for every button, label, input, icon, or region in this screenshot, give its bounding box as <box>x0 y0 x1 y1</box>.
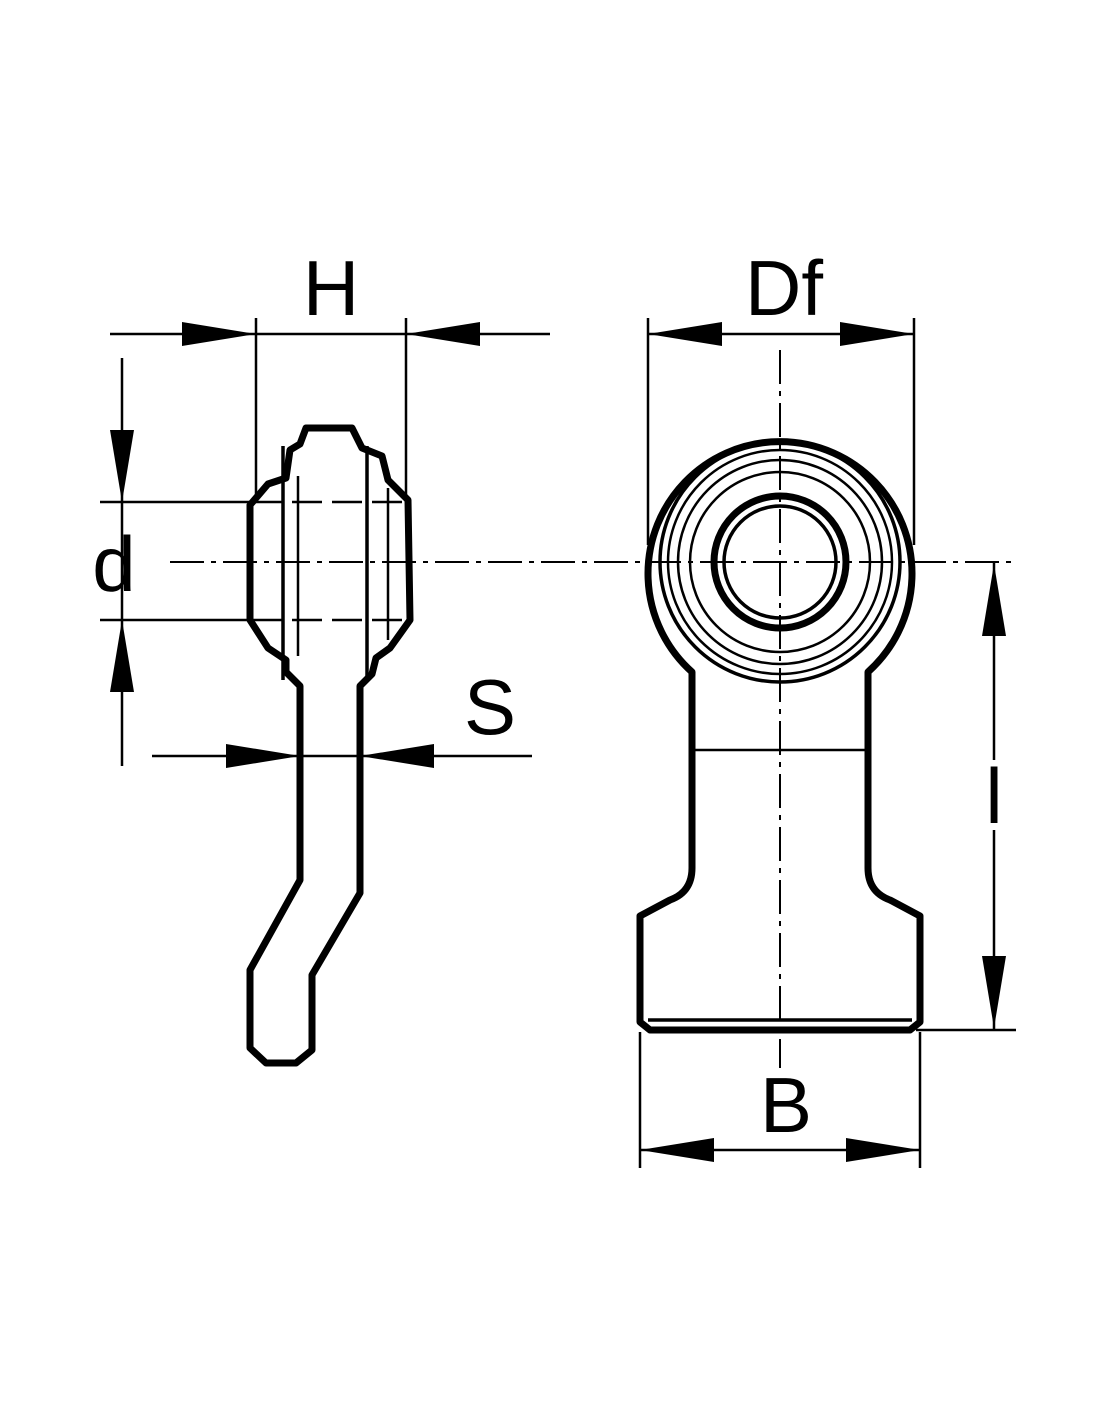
dimension-label-b: B <box>760 1061 812 1149</box>
dimension-l-label-background <box>980 760 1008 830</box>
dimension-label-s: S <box>464 663 516 751</box>
dimension-label-h: H <box>303 244 359 332</box>
dimension-label-d: d <box>92 520 135 608</box>
dimension-d-arrow-bottom <box>110 620 134 692</box>
dimension-l-arrow-bottom <box>982 956 1006 1028</box>
dimension-b-arrow-right <box>846 1138 920 1162</box>
dimension-l-arrow-top <box>982 564 1006 636</box>
dimension-label-l: l <box>985 752 1002 840</box>
front-view-outline <box>636 438 924 1034</box>
dimension-df-arrow-left <box>648 322 722 346</box>
dimension-df-arrow-right <box>840 322 914 346</box>
dimension-b-arrow-left <box>640 1138 714 1162</box>
dimension-s-arrow-right <box>360 744 434 768</box>
dimension-h-arrow-right <box>406 322 480 346</box>
dimension-s-arrow-left <box>226 744 300 768</box>
dimension-d-arrow-top <box>110 430 134 502</box>
side-view: H d S <box>92 244 550 1067</box>
dimension-h-arrow-left <box>182 322 256 346</box>
side-view-outline <box>246 424 414 1067</box>
dimension-label-df: Df <box>745 244 823 332</box>
front-view: Df l B <box>636 244 1016 1168</box>
